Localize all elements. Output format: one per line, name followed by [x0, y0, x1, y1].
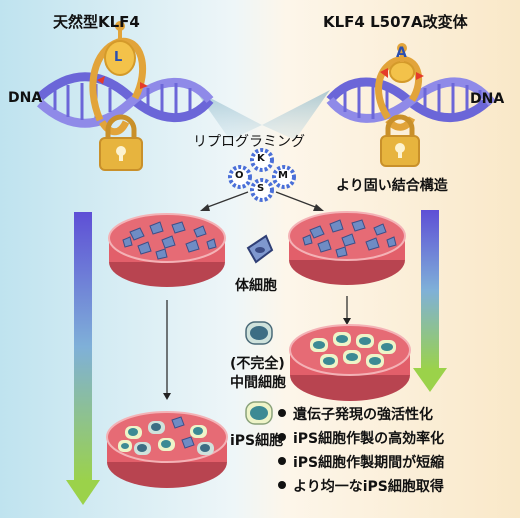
factor-gear-o	[228, 165, 252, 189]
residue-a-label: A	[396, 45, 407, 61]
factor-k-label: K	[257, 153, 265, 164]
oskm-factors	[228, 148, 296, 202]
factor-s-label: S	[257, 183, 265, 194]
branch-arrows	[204, 191, 319, 209]
klf4-protein-left	[89, 21, 148, 171]
dish-ips-right	[289, 324, 411, 401]
reprogramming-label: リプログラミング	[193, 134, 305, 150]
progress-arrow-left	[66, 212, 100, 505]
factor-gear-k	[250, 148, 274, 172]
dna-label-right: DNA	[470, 91, 505, 107]
dna-helix-right	[326, 77, 496, 123]
dish-mixed-left	[106, 411, 228, 488]
bullet-item-3: iPS細胞作製期間が短縮	[293, 455, 445, 471]
mutant-title: KLF4 L507A改変体	[323, 13, 468, 31]
bullet-item-1: 遺伝子発現の強活性化	[293, 407, 433, 423]
klf4-mutant-protein-right	[375, 43, 424, 167]
wild-type-title: 天然型KLF4	[53, 13, 140, 31]
bullet-dots	[278, 409, 286, 489]
residue-l-label: L	[114, 50, 123, 65]
intermediate-cell-label-1: (不完全)	[230, 356, 285, 372]
intermediate-cell-label-2: 中間細胞	[230, 375, 286, 391]
stronger-binding-label: より固い結合構造	[336, 178, 448, 194]
down-arrows	[166, 296, 348, 395]
factor-o-label: O	[235, 170, 244, 181]
dna-label-left: DNA	[8, 90, 43, 106]
factor-m-label: M	[278, 170, 288, 181]
bullet-item-4: より均一なiPS細胞取得	[293, 479, 444, 495]
somatic-cell-label: 体細胞	[235, 278, 277, 294]
intermediate-cell-icon	[245, 321, 273, 345]
dish-somatic-left	[108, 213, 226, 287]
dna-helix-left	[36, 72, 214, 128]
progress-arrow-right	[413, 210, 447, 392]
factor-gear-s	[250, 178, 274, 202]
dish-somatic-right	[288, 211, 406, 285]
factor-gear-m	[272, 165, 296, 189]
fan-right	[262, 90, 330, 140]
ips-cell-icon	[245, 401, 273, 425]
ips-cell-label: iPS細胞	[230, 433, 284, 449]
bullet-item-2: iPS細胞作製の高効率化	[293, 431, 445, 447]
